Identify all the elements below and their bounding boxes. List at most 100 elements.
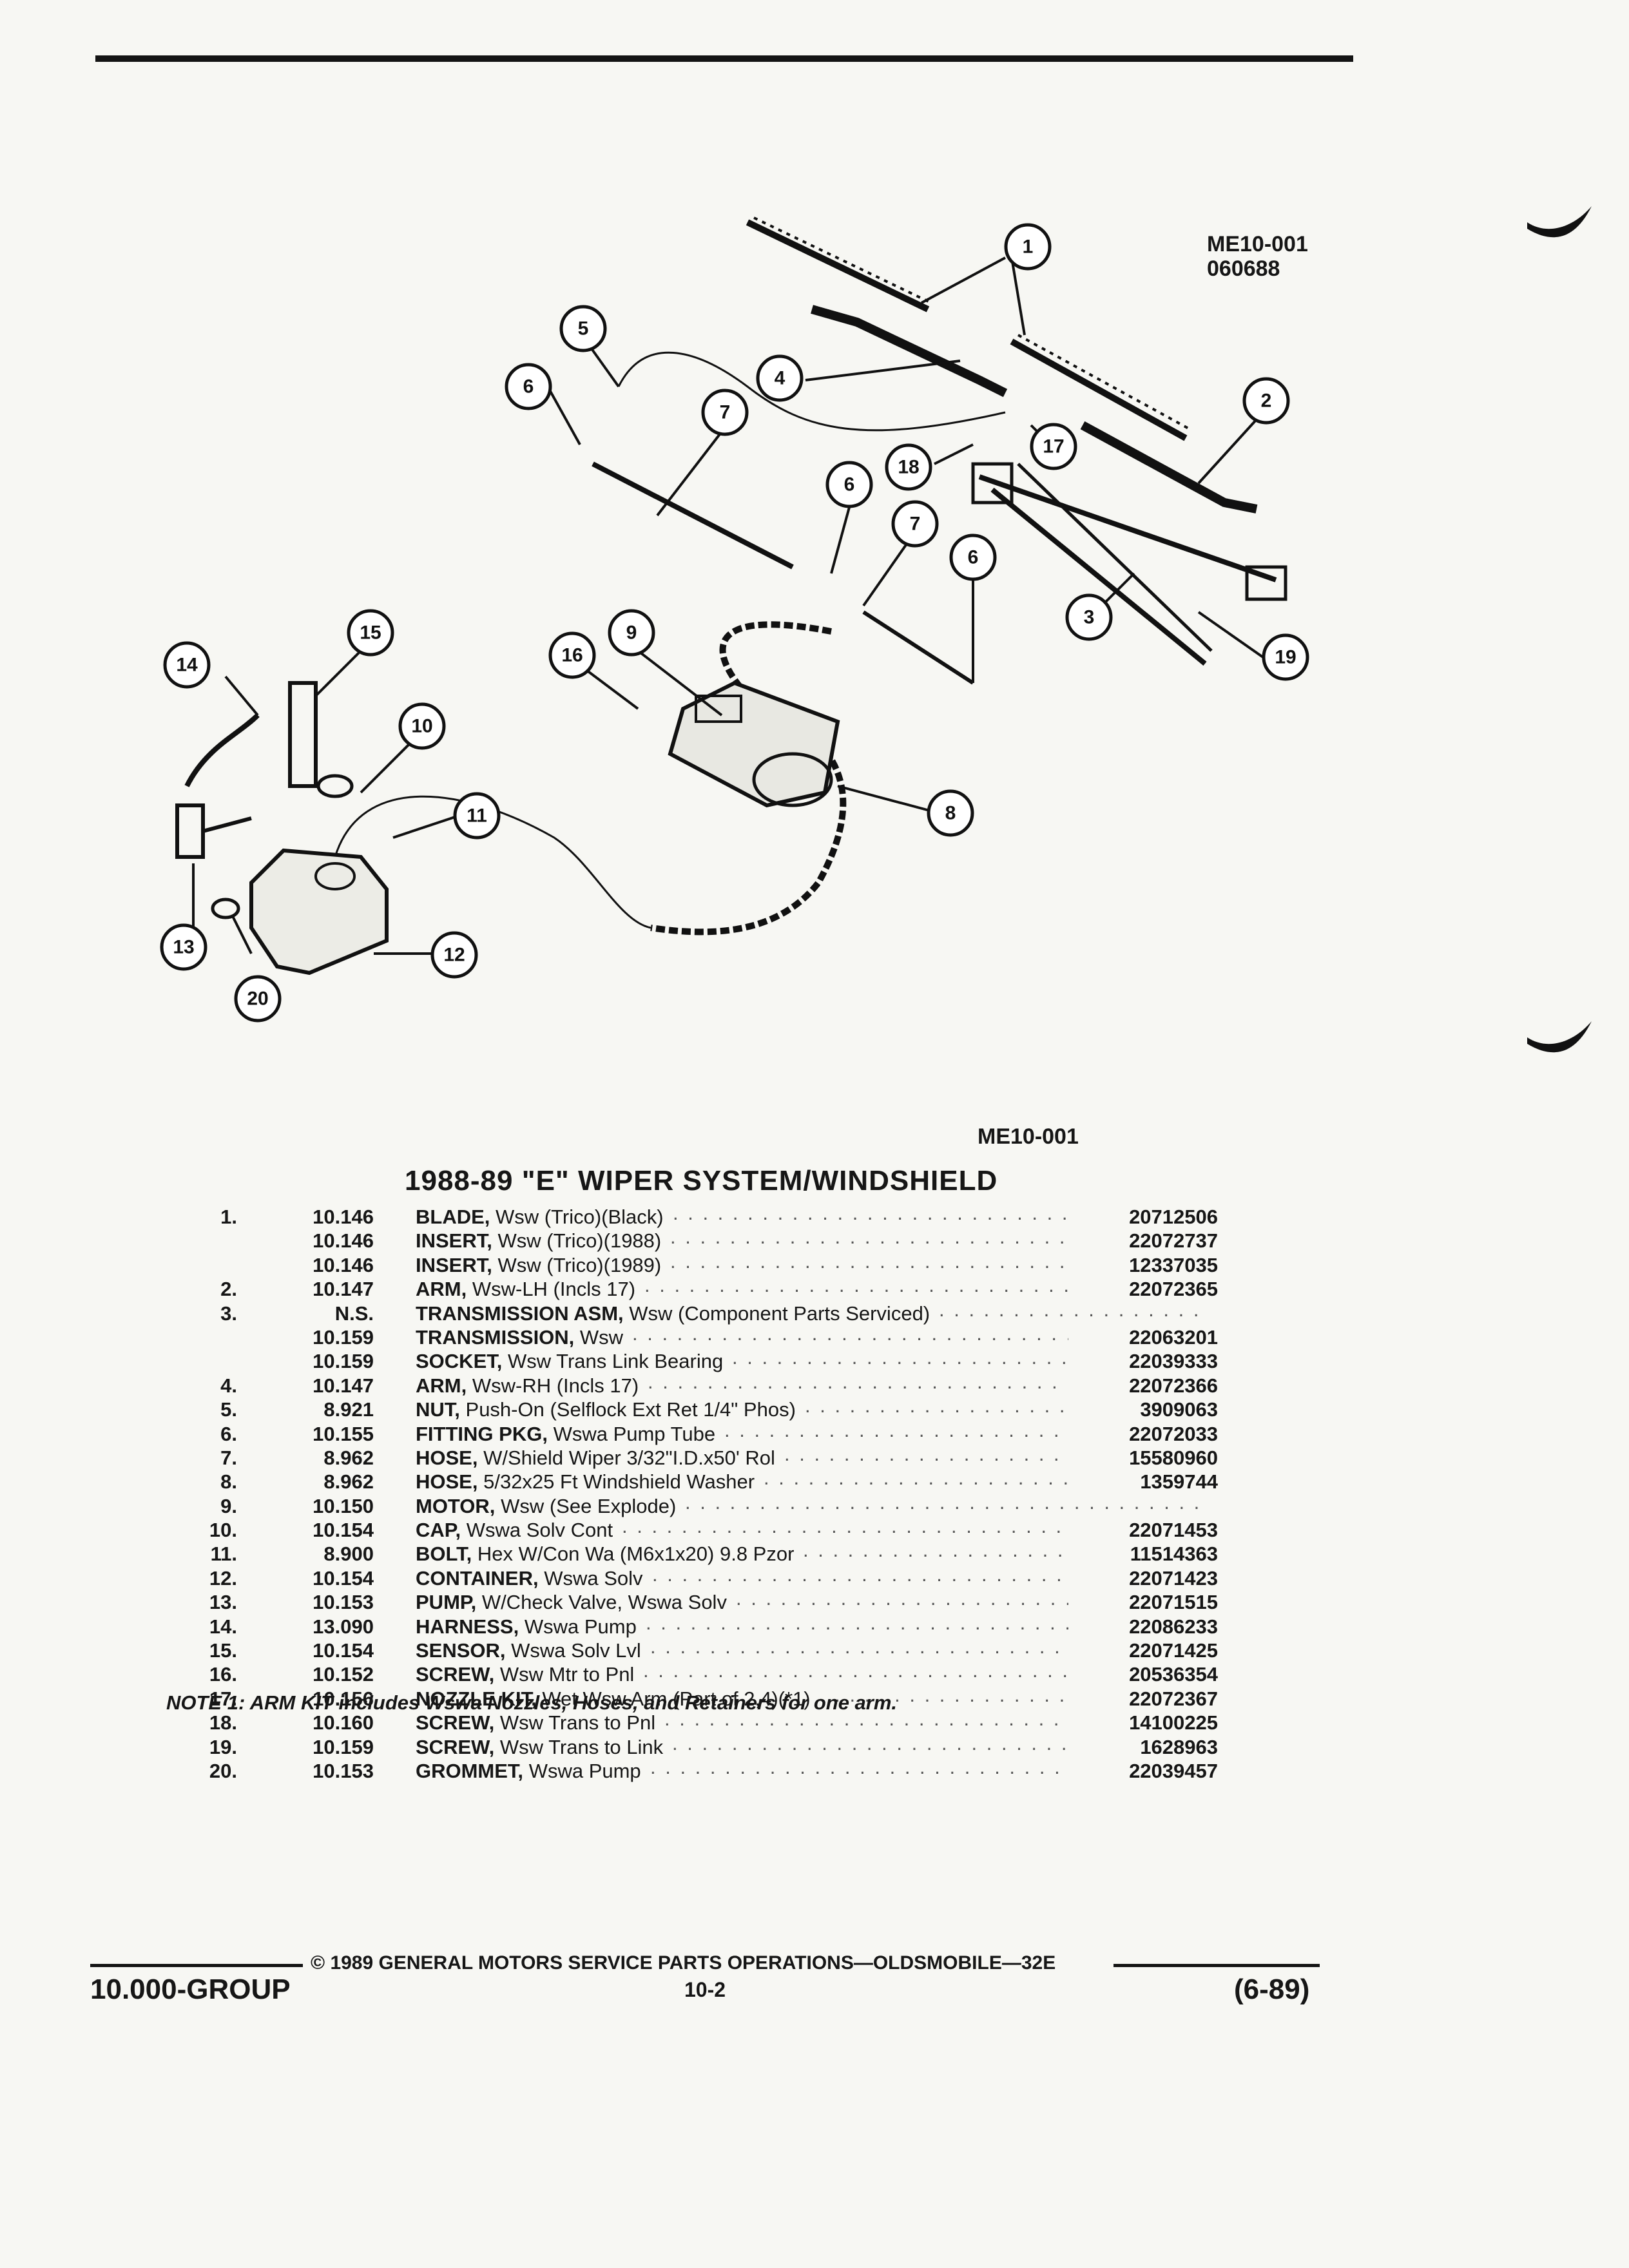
wiper-transmission xyxy=(971,462,1287,666)
part-name: INSERT, xyxy=(416,1229,492,1253)
item-number: 1. xyxy=(220,1206,237,1228)
svg-text:20: 20 xyxy=(247,988,268,1010)
dot-leader: . . . . . . . . . . . . . . . . . . . . … xyxy=(724,1418,1068,1441)
callout-15: 15 xyxy=(347,609,394,657)
part-description: INSERT, Wsw (Trico)(1988) xyxy=(416,1229,661,1253)
dot-leader: . . . . . . . . . . . . . . . . . . . . … xyxy=(664,1707,1068,1731)
diagram-code-top: ME10-001 060688 xyxy=(1207,232,1308,281)
part-number: 22071453 xyxy=(1129,1519,1218,1542)
part-description: SCREW, Wsw Trans to Link xyxy=(416,1735,663,1759)
callout-6b: 6 xyxy=(825,461,873,508)
part-detail: Wswa Solv Cont xyxy=(466,1519,613,1542)
washer-tube-7 xyxy=(592,461,794,570)
svg-text:6: 6 xyxy=(968,547,979,568)
svg-text:3: 3 xyxy=(1084,607,1095,628)
part-number: 22063201 xyxy=(1129,1325,1218,1349)
item-number: 7. xyxy=(220,1446,237,1469)
part-number: 14100225 xyxy=(1129,1711,1218,1735)
part-detail: W/Shield Wiper 3/32"I.D.x50' Rol xyxy=(483,1446,775,1469)
part-detail: Wsw-LH (Incls 17) xyxy=(472,1278,636,1301)
part-detail: Wsw Trans Link Bearing xyxy=(507,1350,724,1373)
parts-list-row: 18. 10.160 SCREW, Wsw Trans to Pnl 14100225… xyxy=(161,1707,1218,1735)
group-code: 10.152 xyxy=(313,1663,374,1686)
part-name: SCREW, xyxy=(416,1711,495,1735)
svg-text:6: 6 xyxy=(523,376,534,398)
group-code: 10.154 xyxy=(313,1519,374,1542)
dot-leader: . . . . . . . . . . . . . . . . . . . . … xyxy=(939,1298,1204,1321)
callout-10: 10 xyxy=(398,702,446,750)
item-number: 16. xyxy=(209,1663,237,1686)
part-number: 22086233 xyxy=(1129,1615,1218,1638)
washer-pump xyxy=(175,803,252,859)
washer-hose-8 xyxy=(650,621,847,936)
part-number: 22072737 xyxy=(1129,1229,1218,1253)
callout-7b: 7 xyxy=(891,500,939,548)
group-code: 8.962 xyxy=(323,1446,374,1469)
group-code: 8.900 xyxy=(323,1542,374,1566)
callout-9: 9 xyxy=(608,609,655,657)
dot-leader: . . . . . . . . . . . . . . . . . . . . … xyxy=(673,1202,1068,1224)
dot-leader: . . . . . . . . . . . . . . . . . . . . … xyxy=(648,1370,1068,1393)
section-title: 1988-89 "E" WIPER SYSTEM/WINDSHIELD xyxy=(405,1165,998,1196)
part-number: 12337035 xyxy=(1129,1253,1218,1276)
group-code: 10.146 xyxy=(313,1253,374,1276)
callout-6c: 6 xyxy=(949,533,997,581)
part-number: 20712506 xyxy=(1129,1206,1218,1228)
part-name: HOSE, xyxy=(416,1470,478,1494)
callout-6a: 6 xyxy=(505,363,552,410)
part-description: SOCKET, Wsw Trans Link Bearing xyxy=(416,1349,723,1373)
svg-text:10: 10 xyxy=(411,716,432,737)
item-number: 12. xyxy=(209,1566,237,1590)
part-detail: Wsw Trans to Link xyxy=(499,1735,664,1758)
group-code: 10.150 xyxy=(313,1494,374,1517)
part-number: 22071425 xyxy=(1129,1639,1218,1662)
item-number: 14. xyxy=(209,1615,237,1638)
binder-mark xyxy=(1527,206,1592,238)
part-name: SCREW, xyxy=(416,1735,495,1758)
washer-reservoir xyxy=(249,848,389,975)
part-detail: Wsw Trans to Pnl xyxy=(499,1711,656,1735)
part-number: 22072366 xyxy=(1129,1374,1218,1397)
part-detail: Wsw-RH (Incls 17) xyxy=(472,1374,639,1397)
part-description: NOZZLE KIT, Wet Wsw Arm (Part of 2,4)(*1… xyxy=(416,1687,811,1711)
washer-tube-reservoir xyxy=(334,795,651,929)
dot-leader: . . . . . . . . . . . . . . . . . . . . … xyxy=(670,1225,1068,1249)
leader-lines xyxy=(192,256,1264,955)
item-number: 17. xyxy=(209,1687,237,1710)
group-code: 10.153 xyxy=(313,1591,374,1614)
callout-7a: 7 xyxy=(701,389,749,436)
part-description: INSERT, Wsw (Trico)(1989) xyxy=(416,1253,661,1277)
part-detail: Push-On (Selflock Ext Ret 1/4" Phos) xyxy=(465,1398,796,1421)
item-number: 18. xyxy=(209,1711,237,1735)
part-detail: Wsw (Trico)(Black) xyxy=(496,1206,664,1228)
dot-leader: . . . . . . . . . . . . . . . . . . . . … xyxy=(736,1587,1068,1610)
part-name: FITTING PKG, xyxy=(416,1422,548,1445)
part-name: SENSOR, xyxy=(416,1639,506,1662)
part-description: SCREW, Wsw Mtr to Pnl xyxy=(416,1662,634,1686)
part-name: BOLT, xyxy=(416,1542,472,1566)
item-number: 5. xyxy=(220,1398,237,1421)
svg-text:1: 1 xyxy=(1023,236,1034,258)
callout-4: 4 xyxy=(756,354,804,402)
svg-text:4: 4 xyxy=(775,368,786,389)
part-name: NOZZLE KIT, xyxy=(416,1687,537,1710)
dot-leader: . . . . . . . . . . . . . . . . . . . . … xyxy=(732,1346,1068,1369)
part-detail: Wswa Pump xyxy=(524,1615,637,1638)
callout-16: 16 xyxy=(548,631,596,679)
item-number: 4. xyxy=(220,1374,237,1397)
svg-text:2: 2 xyxy=(1261,390,1272,412)
dot-leader: . . . . . . . . . . . . . . . . . . . . … xyxy=(805,1394,1068,1418)
group-code: 10.160 xyxy=(313,1711,374,1735)
part-description: HARNESS, Wswa Pump xyxy=(416,1615,637,1639)
part-number: 22071423 xyxy=(1129,1566,1218,1590)
part-name: TRANSMISSION, xyxy=(416,1325,575,1349)
